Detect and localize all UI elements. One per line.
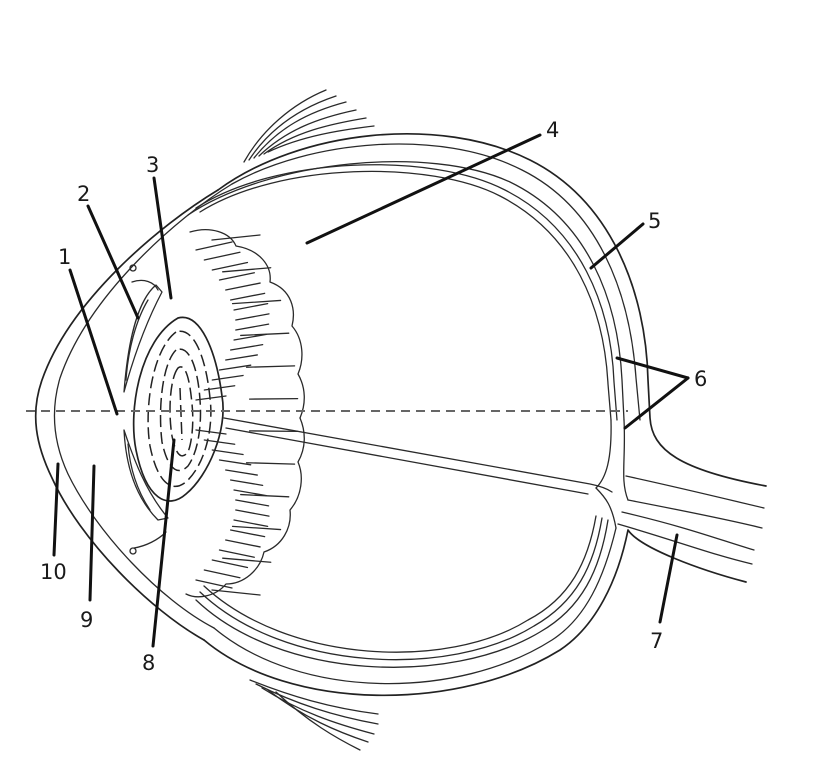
zonule-fiber-upper <box>203 251 241 261</box>
ciliary-fold <box>240 493 290 498</box>
zonule-fiber-upper <box>195 395 227 401</box>
zonule-fiber-lower <box>218 549 255 558</box>
muscle-top <box>243 89 375 163</box>
zonule-fiber-lower <box>218 459 252 466</box>
zonule-fiber-upper <box>225 354 258 361</box>
zonule-fiber-lower <box>235 509 270 517</box>
retina-choroid <box>187 161 625 668</box>
leader-8 <box>151 438 176 648</box>
zonule-fiber-upper <box>235 313 270 321</box>
leader-10 <box>52 462 60 557</box>
iris <box>123 279 169 549</box>
zonule-fiber-upper <box>218 364 252 371</box>
zonule-fiber-upper <box>203 385 236 391</box>
cornea <box>34 183 233 641</box>
label-3: 3 <box>146 153 159 177</box>
ciliary-fold <box>240 332 290 337</box>
label-4: 4 <box>546 118 559 142</box>
zonule-fiber-upper <box>225 282 261 291</box>
zonule-fiber-lower <box>203 569 241 579</box>
zonule-fiber-lower <box>211 449 244 456</box>
zonule-fiber-upper <box>218 272 255 281</box>
zonule-fiber-upper <box>233 302 269 311</box>
leader-2 <box>86 204 140 320</box>
label-6: 6 <box>694 367 707 391</box>
label-9: 9 <box>80 608 93 632</box>
zonule-fiber-upper <box>229 292 266 301</box>
label-5: 5 <box>648 209 661 233</box>
zonule-fiber-lower <box>233 489 268 497</box>
optic-nerve <box>595 419 765 565</box>
zonule-fiber-upper <box>235 323 270 331</box>
zonule-fiber-lower <box>225 539 261 548</box>
leader-4 <box>305 133 542 245</box>
label-1: 1 <box>58 245 71 269</box>
ciliary-fold <box>222 267 272 273</box>
leader-5 <box>589 222 645 270</box>
number-labels: 1 2 3 4 5 6 7 8 9 10 <box>40 118 707 675</box>
ciliary-fold <box>245 365 296 368</box>
label-8: 8 <box>142 651 155 675</box>
label-7: 7 <box>650 629 663 653</box>
zonule-fiber-lower <box>195 429 227 435</box>
zonule-fiber-lower <box>233 519 269 528</box>
leader-6b <box>623 376 690 430</box>
label-10: 10 <box>40 560 67 584</box>
zonule-fiber-lower <box>203 439 236 445</box>
sclera <box>203 133 767 697</box>
zonule-fiber-lower <box>211 559 249 569</box>
lens <box>132 316 224 502</box>
ciliary-fold <box>211 234 261 241</box>
zonule-fiber-lower <box>225 469 258 476</box>
leader-3 <box>152 176 173 300</box>
zonule-fiber-lower <box>229 529 266 538</box>
zonule-fiber-lower <box>235 499 270 507</box>
zonule-fiber-lower <box>229 479 264 486</box>
ciliary-fold <box>222 557 272 563</box>
leader-9 <box>88 464 96 602</box>
zonule-fiber-upper <box>233 333 268 341</box>
muscle-bottom <box>249 679 379 751</box>
zonule-fiber-upper <box>211 374 244 381</box>
ciliary-fold <box>245 462 296 465</box>
zonule-fiber-upper <box>211 261 249 271</box>
leader-7 <box>658 533 679 624</box>
ciliary-body <box>185 229 305 598</box>
zonule-fiber-upper <box>195 241 233 251</box>
leader-lines <box>52 133 690 648</box>
leader-6a <box>615 356 690 380</box>
ciliary-fold <box>231 525 282 531</box>
leader-1 <box>68 268 119 416</box>
hyaloid-canal <box>223 417 613 495</box>
ciliary-fold <box>231 299 282 305</box>
label-2: 2 <box>77 182 90 206</box>
zonule-fiber-lower <box>195 579 233 589</box>
zonule-fiber-upper <box>229 344 264 351</box>
ciliary-fold <box>211 589 261 596</box>
